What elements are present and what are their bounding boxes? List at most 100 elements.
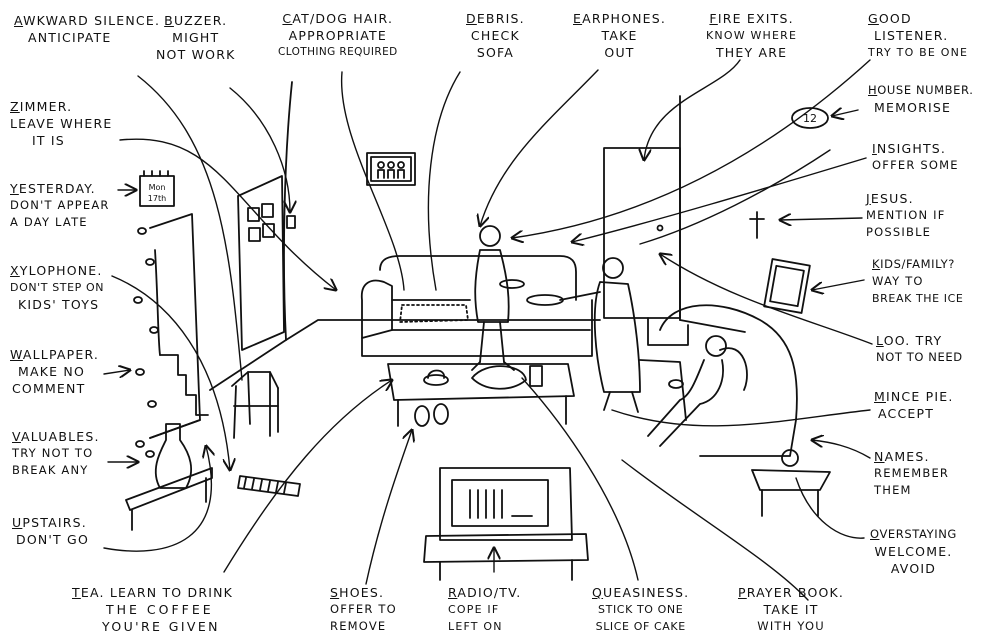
label-note: remove [330, 619, 387, 633]
label-note: out [604, 45, 635, 60]
label-note: Take it [763, 602, 819, 617]
label-jesus: Jesus. Mention if possible [866, 190, 946, 241]
label-key: Upstairs. [12, 515, 87, 530]
label-zimmer: Zimmer. Leave where it is [10, 98, 112, 149]
label-key: Yesterday. [10, 181, 96, 196]
label-insights: Insights. Offer some [872, 140, 959, 174]
shoes [414, 403, 449, 427]
label-upstairs: Upstairs. Don't go [12, 514, 89, 548]
label-note: not to need [876, 350, 963, 364]
staircase [149, 213, 209, 439]
picture-frame [366, 152, 416, 186]
label-note: they are [715, 45, 788, 60]
crucifix [749, 211, 765, 239]
label-xylophone: Xylophone. Don't step on kids' toys [10, 262, 104, 313]
annotation-arrows [103, 59, 873, 601]
label-note: Know where [706, 29, 798, 42]
label-note: kids' toys [18, 297, 100, 312]
label-key: Jesus. [866, 191, 914, 206]
label-note: Offer some [872, 158, 959, 172]
label-names: Names. Remember them [874, 448, 949, 499]
label-note: Check [470, 28, 520, 43]
label-wallpaper: Wallpaper. Make no comment [10, 346, 99, 397]
label-note: Take [601, 28, 638, 43]
label-note: Make no [18, 364, 85, 379]
label-note: Appropriate [288, 28, 387, 43]
zimmer-frame [231, 371, 279, 439]
xylophone [237, 475, 301, 497]
label-key: Zimmer. [10, 99, 73, 114]
label-key: Insights. [872, 141, 947, 156]
label-note: slice of cake [595, 620, 686, 633]
label-earphones: Earphones. Take out [573, 10, 666, 61]
floor-right-line [679, 319, 746, 333]
label-note: Mention if [866, 208, 946, 222]
label-key: Buzzer. [164, 13, 228, 28]
label-buzzer: Buzzer. Might not work [156, 12, 235, 63]
label-key: Overstaying [870, 527, 957, 541]
label-key: Prayer book. [738, 585, 845, 600]
label-key: Names. [874, 449, 930, 464]
standing-host [471, 225, 525, 371]
label-note: Try to be one [868, 46, 969, 59]
calendar [139, 170, 175, 207]
label-note: the coffee [106, 602, 214, 617]
label-note: break the ice [872, 292, 964, 305]
label-note: listener. [874, 28, 949, 43]
label-note: possible [866, 225, 932, 239]
label-note: Leave where [10, 116, 113, 131]
label-note: left on [448, 620, 503, 633]
house-number-plate [791, 107, 829, 129]
label-note: Don't appear [10, 198, 110, 212]
label-fire-exits: Fire exits. Know where they are [706, 10, 797, 61]
label-key: Cat/dog hair. [282, 11, 394, 26]
label-kids-family: Kids/family? Way to break the ice [872, 256, 964, 307]
back-sofa [360, 255, 593, 357]
label-note: Remember [874, 466, 950, 480]
label-note: Cope if [448, 603, 500, 616]
label-note: sofa [476, 45, 514, 60]
label-note: you're given [102, 619, 220, 634]
label-note: Accept [878, 406, 935, 421]
label-key: Shoes. [330, 585, 385, 600]
label-yesterday: Yesterday. Don't appear a day late [10, 180, 110, 231]
label-note: Stick to one [598, 603, 684, 616]
label-key: Kids/family? [872, 257, 955, 271]
label-key: Mince pie. [874, 389, 954, 404]
label-key: House number. [868, 83, 974, 97]
label-overstaying: Overstaying welcome. Avoid [870, 526, 957, 577]
guest-with-pies [526, 257, 641, 413]
label-note: a day late [10, 215, 88, 229]
label-note: Avoid [890, 561, 937, 576]
label-note: clothing required [278, 46, 398, 58]
label-key: Good [868, 11, 912, 26]
label-key: Tea. Learn to drink [72, 585, 234, 600]
label-key: Wallpaper. [10, 347, 100, 362]
house-number-text: 12 [803, 112, 817, 125]
label-debris: Debris. Check sofa [466, 10, 525, 61]
label-note: break any [12, 463, 89, 477]
label-note: Don't go [16, 532, 89, 547]
label-key: Loo. Try [876, 333, 943, 348]
label-key: Valuables. [12, 429, 100, 444]
label-loo: Loo. Try not to need [876, 332, 963, 366]
label-note: Way to [872, 274, 924, 288]
label-key: Queasiness. [592, 585, 690, 600]
hall-door [237, 175, 285, 351]
label-queasiness: Queasiness. Stick to one slice of cake [592, 584, 689, 635]
label-key: Debris. [466, 11, 525, 26]
label-key: Awkward silence. [14, 13, 161, 28]
tv-cabinet [423, 467, 589, 581]
back-door [603, 147, 689, 346]
label-note: it is [32, 133, 65, 148]
label-tea: Tea. Learn to drink the coffee you're gi… [72, 584, 233, 635]
calendar-date-text: 17th [148, 194, 166, 203]
label-note: not work [156, 47, 236, 62]
side-table [751, 449, 831, 517]
label-key: Radio/TV. [448, 585, 522, 600]
label-note: welcome. [874, 544, 953, 559]
label-shoes: Shoes. Offer to remove [330, 584, 397, 635]
label-note: with you [757, 619, 825, 633]
left-wall-line [283, 81, 293, 341]
